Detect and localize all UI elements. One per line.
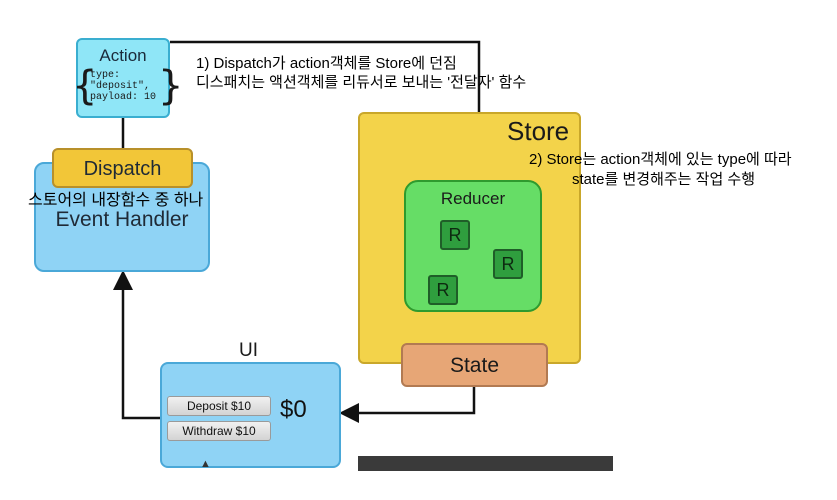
dispatch-note: 스토어의 내장함수 중 하나 bbox=[28, 192, 204, 209]
dispatch-box: Dispatch bbox=[52, 148, 193, 188]
annotation-step2-line2: state를 변경해주는 작업 수행 bbox=[572, 171, 756, 188]
reducer-item: R bbox=[493, 249, 523, 279]
withdraw-button[interactable]: Withdraw $10 bbox=[167, 421, 271, 441]
brace-close: } bbox=[158, 63, 184, 109]
balance-display: $0 bbox=[280, 396, 307, 423]
store-label: Store bbox=[507, 116, 570, 146]
dispatch-label: Dispatch bbox=[83, 158, 162, 180]
mouse-cursor-icon: ▲ bbox=[200, 458, 211, 470]
action-code: type: "deposit", payload: 10 bbox=[90, 70, 157, 103]
reducer-item: R bbox=[428, 275, 458, 305]
action-title: Action bbox=[99, 46, 147, 65]
ui-title: UI bbox=[239, 340, 258, 361]
action-box: Action type: "deposit", payload: 10 { } bbox=[72, 38, 183, 118]
reducer-label: Reducer bbox=[440, 189, 506, 208]
annotation-step1-line2: 디스패치는 액션객체를 리듀서로 보내는 '전달자' 함수 bbox=[196, 74, 527, 91]
arrow-ui-to-event-handler bbox=[113, 270, 160, 420]
arrow-state-to-ui bbox=[339, 387, 476, 423]
event-handler-label: Event Handler bbox=[55, 208, 189, 231]
annotation-step2-line1: 2) Store는 action객체에 있는 type에 따라 bbox=[529, 151, 792, 168]
state-box: State bbox=[401, 343, 548, 387]
reducer-item: R bbox=[440, 220, 470, 250]
video-progress-bar bbox=[358, 456, 613, 471]
state-label: State bbox=[449, 354, 500, 377]
annotation-step1-line1: 1) Dispatch가 action객체를 Store에 던짐 bbox=[196, 55, 457, 72]
reducer-box bbox=[404, 180, 542, 312]
deposit-button[interactable]: Deposit $10 bbox=[167, 396, 271, 416]
brace-open: { bbox=[72, 63, 98, 109]
